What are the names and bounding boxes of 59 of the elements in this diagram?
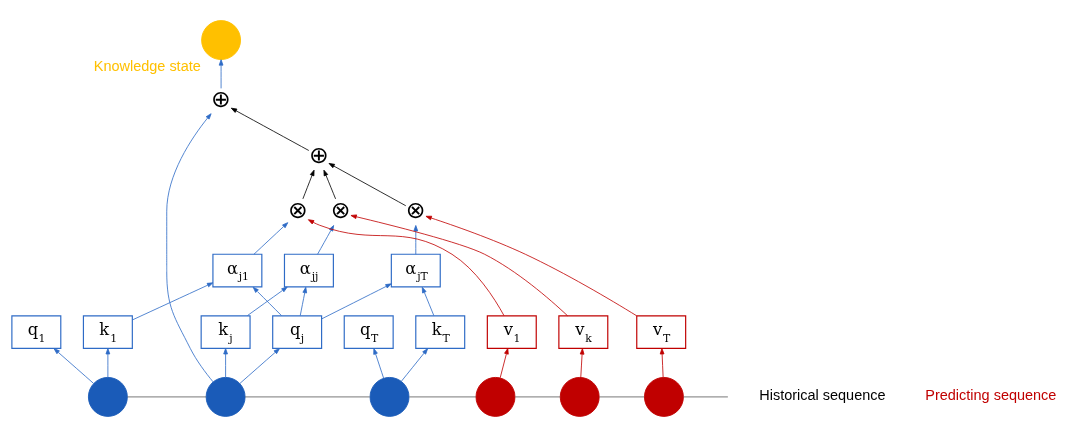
- node-box: k$_{1}$: [82, 315, 133, 350]
- node-circle: [87, 377, 128, 417]
- arrow: [421, 286, 435, 316]
- node-circle: [559, 377, 600, 417]
- node-box: k$_{T}$: [415, 315, 466, 350]
- node-box: v$_{1}$: [486, 315, 537, 350]
- node-box: q$_{j}$: [272, 315, 323, 350]
- arrow: [299, 286, 308, 316]
- node-circle: [205, 377, 246, 417]
- node-circle: [369, 377, 410, 417]
- arrow: [223, 348, 228, 378]
- arrow: [247, 286, 288, 316]
- arrow: [321, 283, 392, 320]
- node-text: ⊕: [308, 140, 329, 169]
- connector: [409, 396, 477, 398]
- node-box: α$_{jT}$: [390, 253, 441, 288]
- node-text: ⊗: [288, 195, 308, 224]
- node-circle: [201, 20, 241, 60]
- arrow: [132, 282, 214, 321]
- node-box: α$_{j1}$: [212, 253, 263, 288]
- arrow: [373, 348, 385, 379]
- label: Predicting sequence: [925, 387, 1057, 404]
- arrow: [53, 348, 94, 384]
- arrow: [105, 348, 111, 378]
- label: Historical sequence: [759, 387, 886, 404]
- arrow: [239, 348, 280, 384]
- connector: [127, 396, 207, 398]
- arrow: [253, 222, 289, 255]
- node-text: ⊗: [330, 195, 351, 224]
- arrow: [252, 286, 282, 316]
- arrow: [499, 348, 509, 379]
- arrow: [323, 169, 336, 200]
- node-box: v$_{k}$: [558, 315, 609, 350]
- arrow: [350, 214, 568, 317]
- node-text: ⊗: [405, 195, 426, 224]
- arrow: [659, 348, 665, 378]
- arrow: [218, 59, 224, 89]
- node-circle: [475, 377, 516, 417]
- node-box: v$_{T}$: [636, 315, 687, 350]
- arrow: [302, 169, 315, 200]
- arrow: [425, 215, 637, 317]
- node-box: α$_{jj}$: [283, 253, 334, 288]
- connector: [599, 396, 645, 398]
- arrow: [579, 348, 585, 378]
- node-label: Knowledge state: [93, 58, 201, 75]
- arrow: [166, 113, 214, 383]
- arrow: [230, 107, 310, 151]
- node-circle: [644, 377, 684, 417]
- arrow: [307, 219, 505, 316]
- arrow: [328, 163, 407, 207]
- node-text: ⊕: [211, 85, 231, 114]
- connector: [244, 396, 371, 398]
- node-box: q$_{1}$: [11, 315, 62, 350]
- arrow: [413, 225, 419, 255]
- node-box: q$_{T}$: [343, 315, 394, 350]
- arrow: [401, 348, 428, 382]
- connector: [683, 396, 729, 398]
- node-box: k$_{j}$: [200, 315, 251, 350]
- connector: [514, 396, 561, 398]
